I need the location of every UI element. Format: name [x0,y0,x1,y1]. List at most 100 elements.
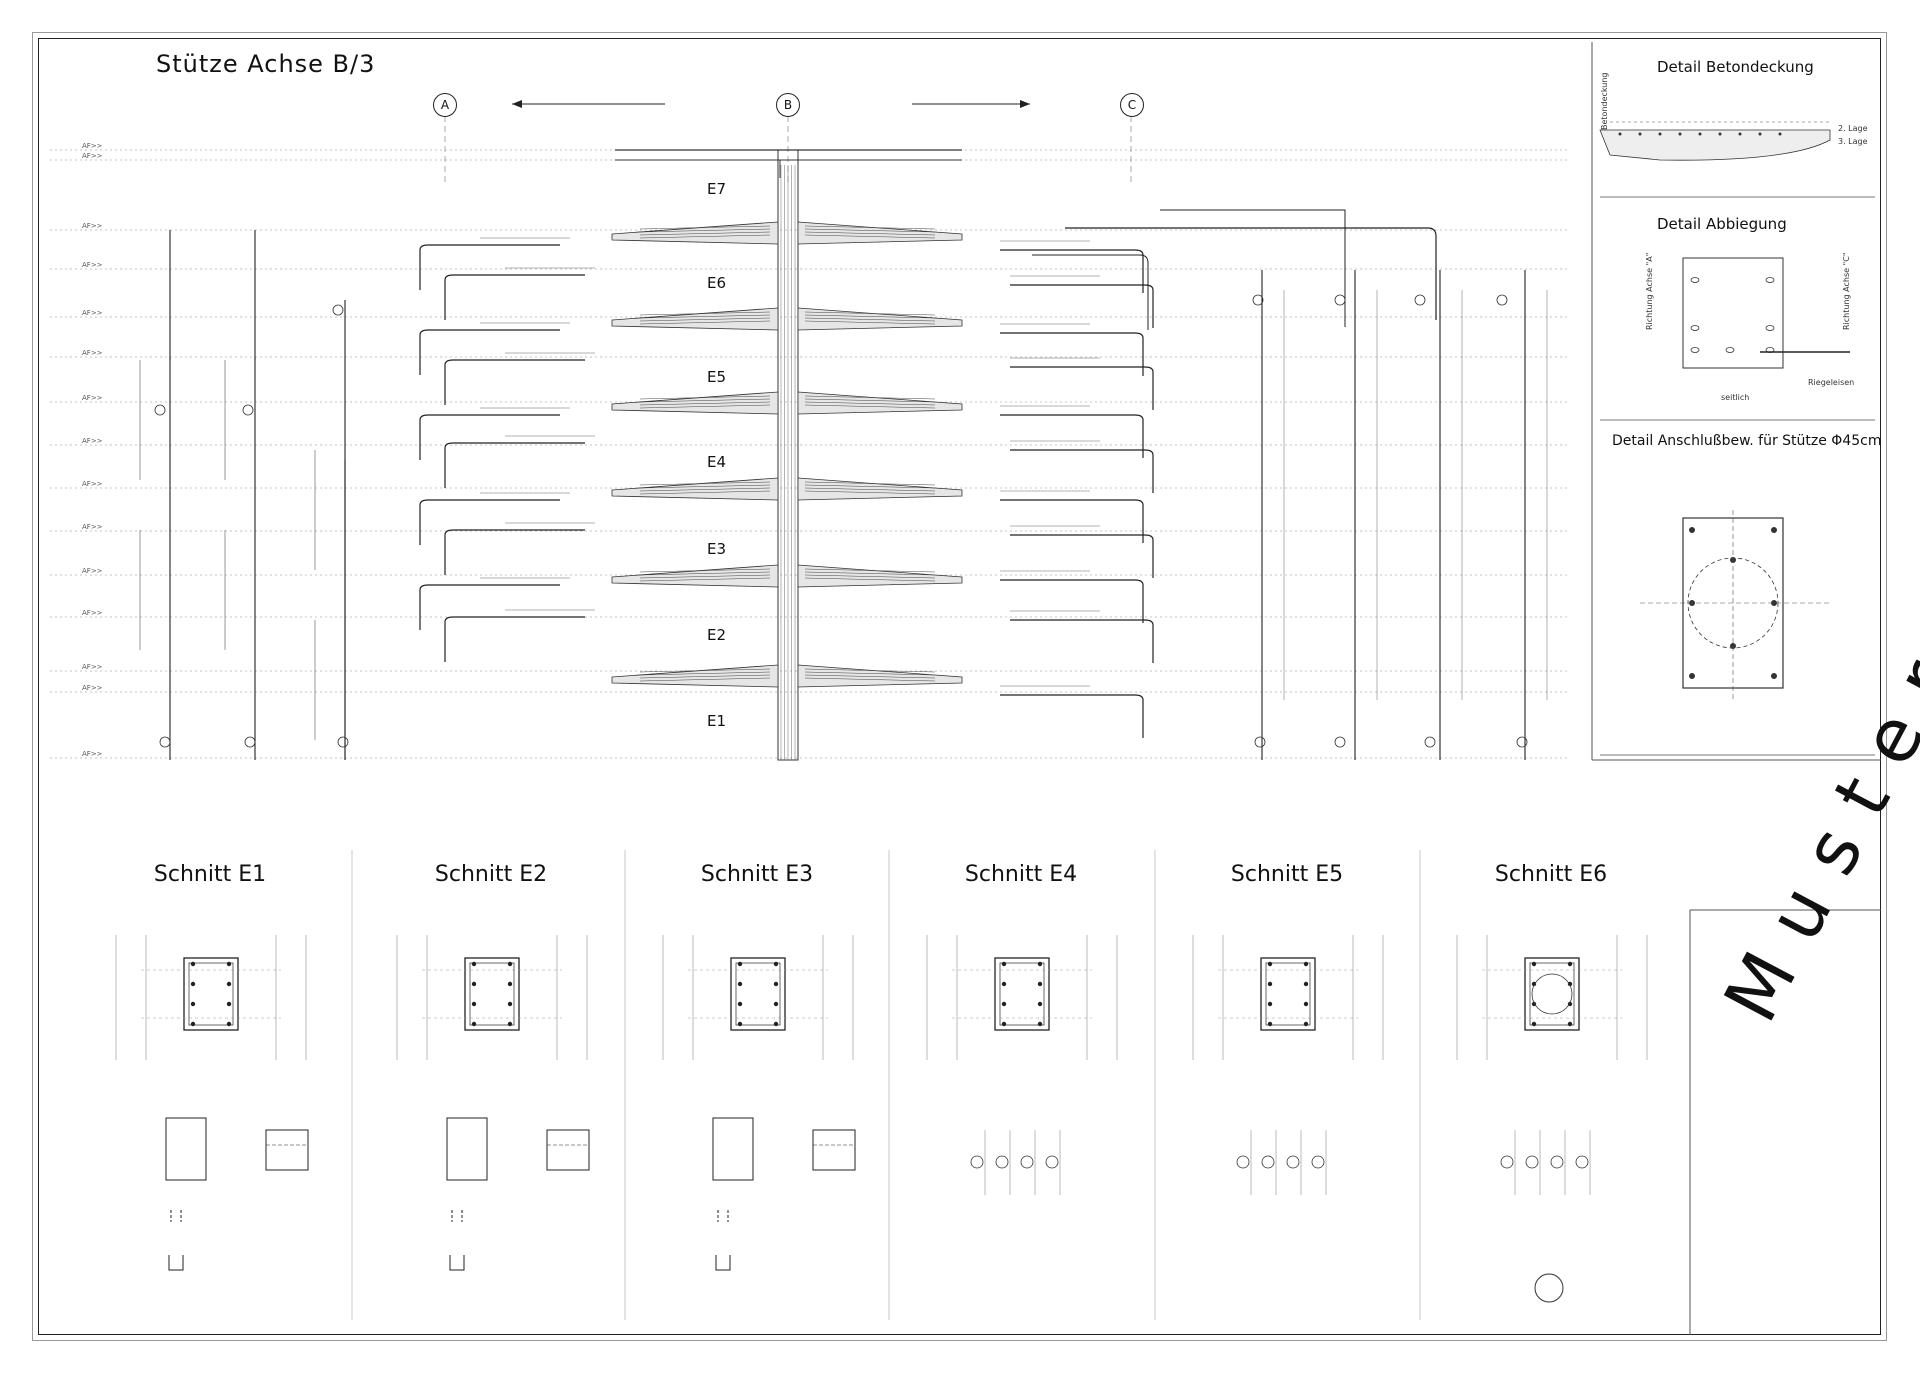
position-marker [1525,1155,1539,1169]
section-bar [1001,981,1007,987]
section-bar [1037,981,1043,987]
section-bar [1567,1021,1573,1027]
section-bar [1267,981,1273,987]
drawing-line [804,395,936,400]
level-marker-text: AF>> [82,609,103,617]
section-bar [773,1001,779,1007]
level-marker-text: AF>> [82,480,103,488]
stirrup-shape [265,1129,309,1171]
drawing-line [639,401,771,406]
axis-b-marker: B [776,93,800,117]
level-marker-text: AF>> [82,437,103,445]
hook-shape [168,1255,184,1271]
drawing-line [639,568,771,573]
detail-cover-title: Detail Betondeckung [1657,58,1814,76]
drawing-line [804,677,936,682]
section-bar [773,1021,779,1027]
drawing-line [639,398,771,403]
position-marker [995,1155,1009,1169]
section-bar [773,981,779,987]
position-marker [242,404,254,416]
position-marker [970,1155,984,1169]
section-bar [190,1021,196,1027]
sheet-frame [38,38,1881,1335]
position-marker [1045,1155,1059,1169]
axis-c-marker: C [1120,93,1144,117]
position-marker [1500,1155,1514,1169]
rebar-bent-left [444,442,585,488]
section-stirrup [1265,962,1311,1026]
bending-detail-outline [1682,257,1784,369]
level-marker-text: AF>> [82,394,103,402]
drawing-line [639,311,771,316]
drawing-line [804,668,936,673]
rebar-top [1032,254,1149,330]
cover-bar-dot [1778,132,1782,136]
section-bar [1037,1021,1043,1027]
drawing-line [639,234,771,239]
drawing-line [804,481,936,486]
section-bar [190,1001,196,1007]
section-bar [507,981,513,987]
drawing-line [804,320,936,325]
drawing-line [804,404,936,409]
section-round-column [1531,973,1573,1015]
drawing-line [639,314,771,319]
slab-haunch-left [611,664,779,688]
position-marker [1261,1155,1275,1169]
level-marker-text: AF>> [82,142,103,150]
arrow-left-head [512,100,522,108]
bending-bar-section [1690,325,1700,331]
rebar-bent-right [1000,579,1144,623]
drawing-line [639,490,771,495]
slab-haunch-right [797,221,963,245]
rebar-bent-left [419,244,560,290]
section-title-e4: Schnitt E4 [964,862,1078,887]
section-stirrup [1529,962,1575,1026]
rebar-bent-left [444,359,585,405]
section-bar [1267,1021,1273,1027]
section-title-e5: Schnitt E5 [1230,862,1344,887]
section-bar [190,961,196,967]
spiral-detail-circle [1534,1273,1564,1303]
position-marker [1311,1155,1325,1169]
rebar-bent-left [419,414,560,460]
detail-connection-title: Detail Anschlußbew. für Stütze Φ45cm [1612,433,1882,449]
rebar-bent-left [419,584,560,630]
bending-bar-label: Riegeleisen [1808,378,1855,387]
slab-haunch-left [611,391,779,415]
level-marker-text: AF>> [82,309,103,317]
position-marker [1020,1155,1034,1169]
level-marker-text: AF>> [82,523,103,531]
slab-haunch-right [797,307,963,331]
section-bar [1303,1021,1309,1027]
connection-bar [1689,527,1695,533]
bending-right-label: Richtung Achse "C" [1842,252,1851,330]
position-marker [1550,1155,1564,1169]
drawing-line [639,484,771,489]
rebar-bent-right [1010,284,1154,328]
rebar-bent-right [1000,499,1144,543]
section-bar [1001,1001,1007,1007]
drawing-line [639,317,771,322]
drawing-line [804,568,936,573]
section-bar [226,961,232,967]
level-marker-text: AF>> [82,349,103,357]
section-bar [1531,961,1537,967]
drawing-line [639,487,771,492]
bending-bottom-label: seitlich [1721,393,1750,402]
section-bar [507,1021,513,1027]
connection-bar [1771,527,1777,533]
drawing-line [639,677,771,682]
drawing-line [804,574,936,579]
drawing-line [639,395,771,400]
position-marker [1334,294,1346,306]
drawing-line [639,404,771,409]
bending-bar-section [1725,347,1735,353]
level-marker-text: AF>> [82,222,103,230]
bending-bar-section [1690,347,1700,353]
drawing-line [804,484,936,489]
cover-bar-dot [1758,132,1762,136]
rebar-top-long [1065,227,1437,320]
slab-haunch-right [797,664,963,688]
